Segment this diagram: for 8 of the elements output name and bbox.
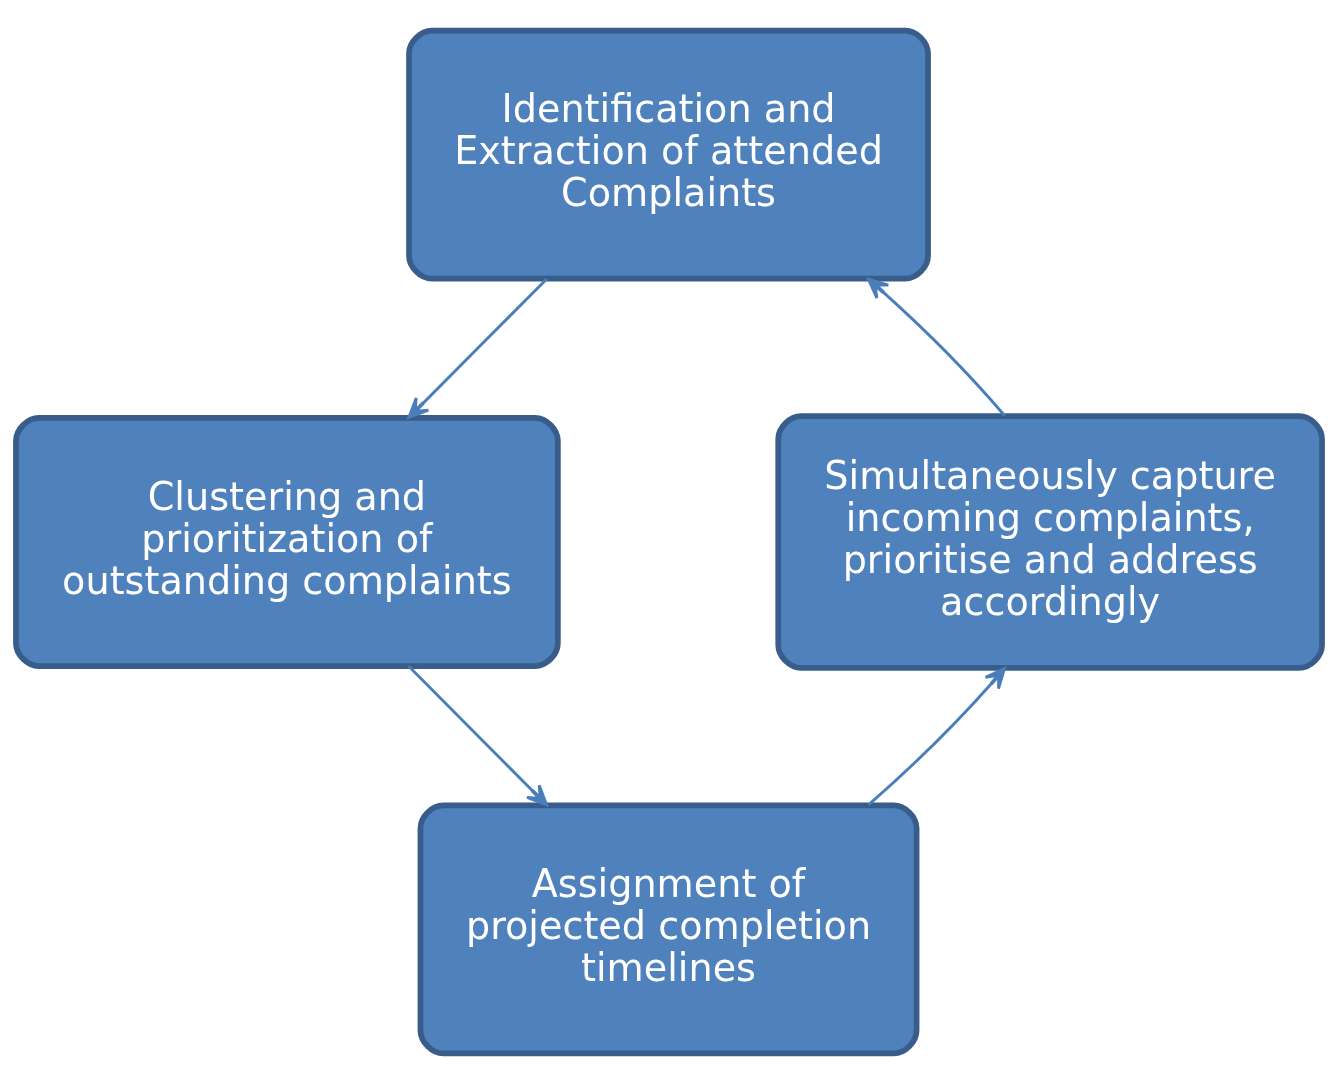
arrow [407,665,548,807]
arrow [867,667,1006,806]
node-box: Simultaneously capture incoming complaints, prioritise and address accordingly [775,413,1325,671]
node-box: Clustering and prioritization of outstanding complaints [13,415,561,669]
node-box: Identification and Extraction of attended Complaints [406,27,931,282]
arrow [407,277,548,419]
arrow [866,277,1006,417]
node-box: Assignment of projected completion timelines [417,802,920,1057]
